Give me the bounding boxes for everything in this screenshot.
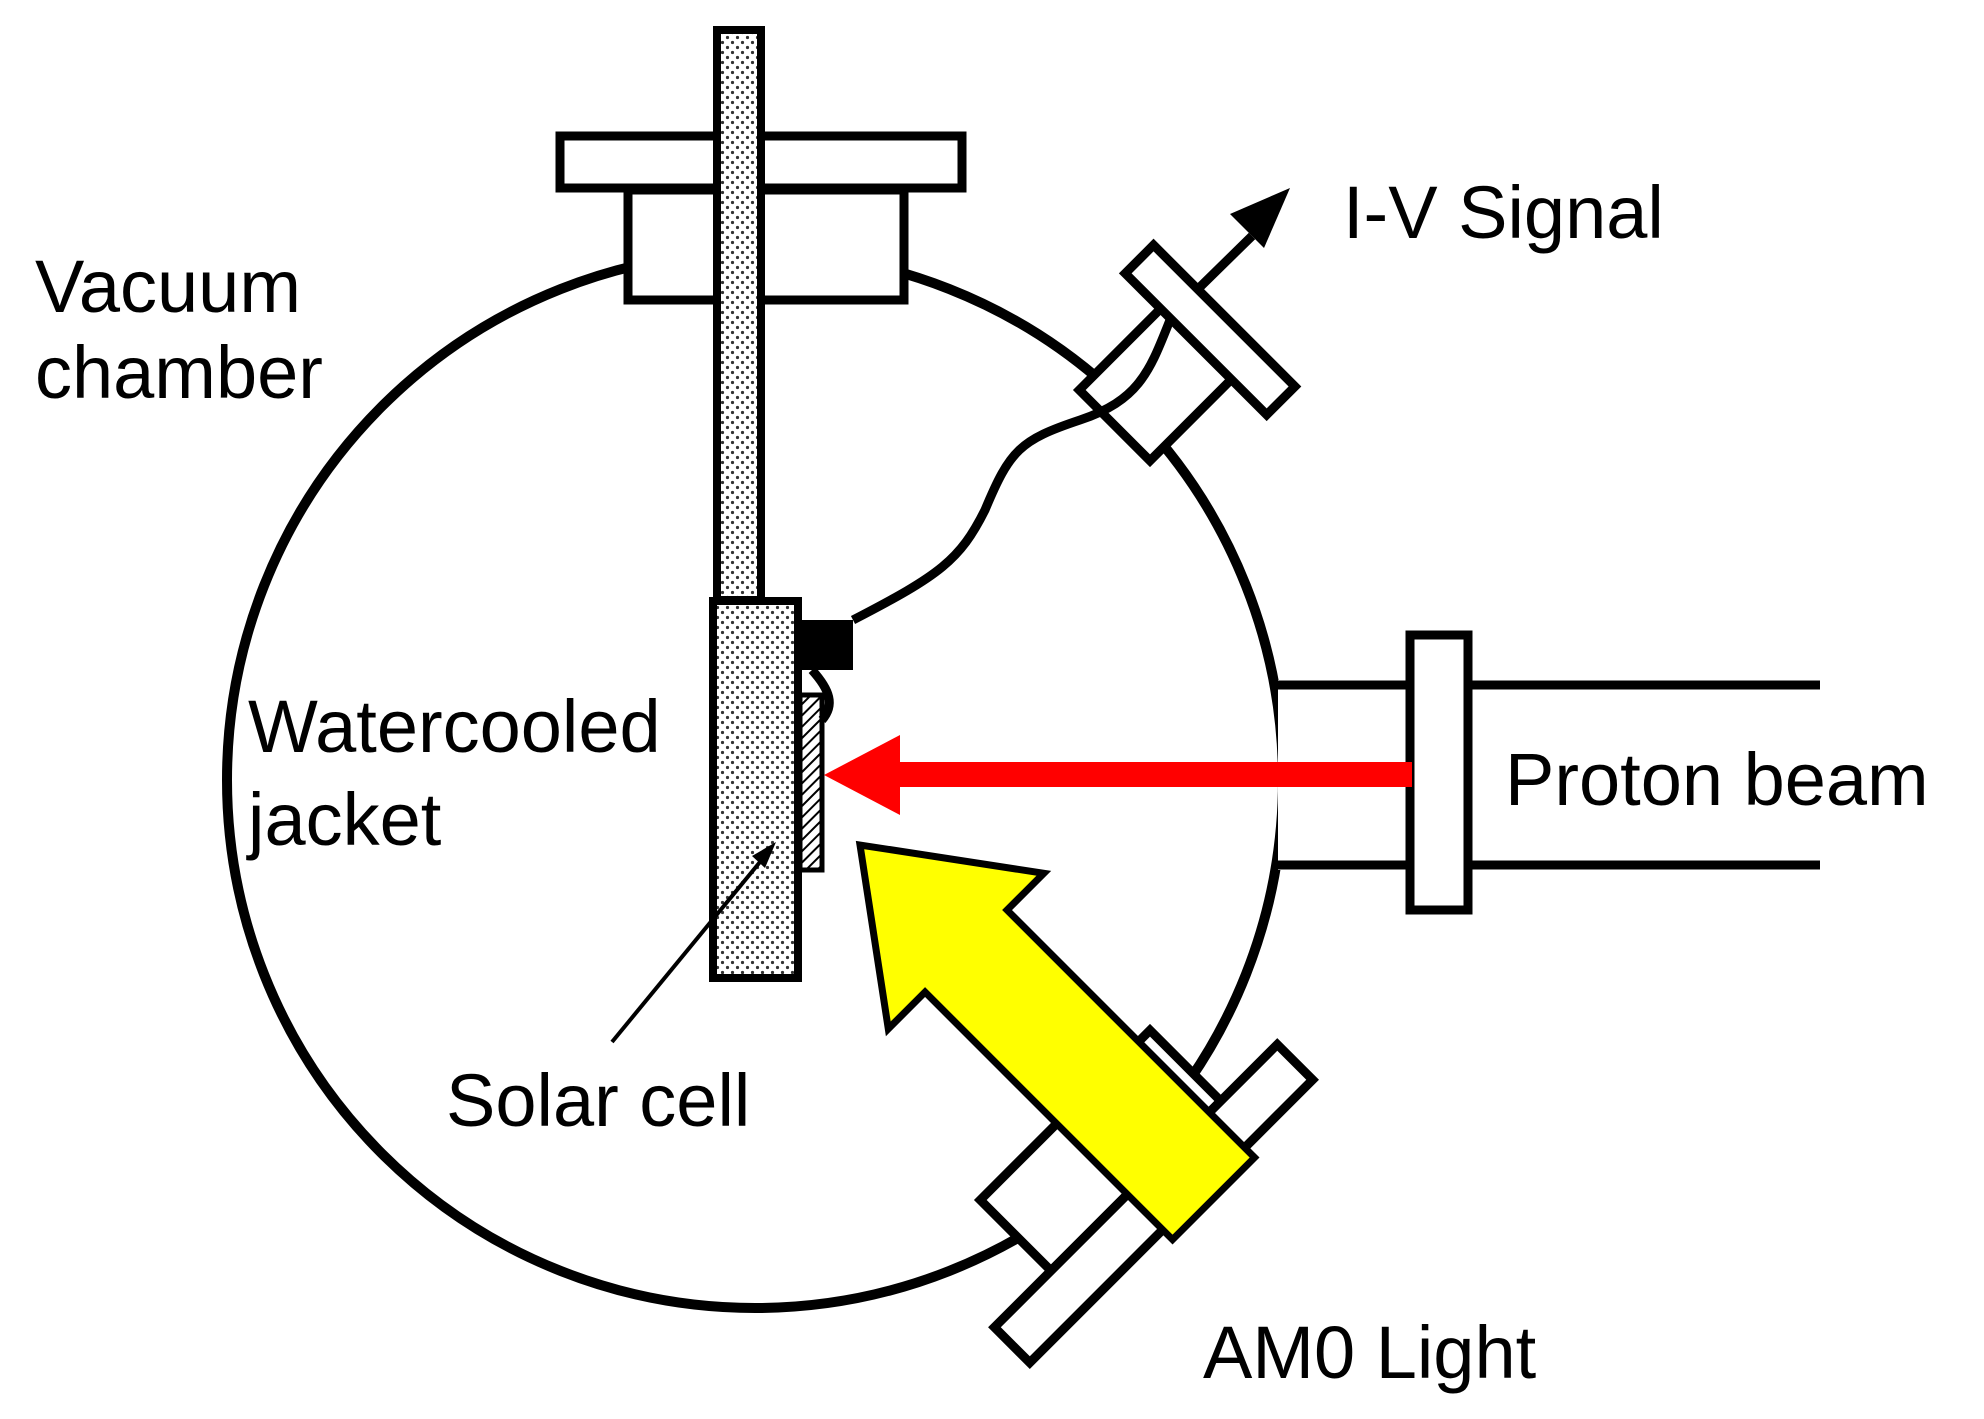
am0-light-label: AM0 Light (1203, 1311, 1537, 1394)
iv-signal-label: I-V Signal (1343, 171, 1664, 254)
proton-beam-label: Proton beam (1505, 738, 1929, 821)
connector-lead (808, 666, 834, 723)
vacuum-chamber-label-line2: chamber (35, 331, 323, 414)
solar-cell-pointer-head (752, 842, 776, 868)
holder-rod (713, 26, 765, 604)
watercooled-jacket-label-line2: jacket (246, 778, 442, 861)
iv-signal-arrow-head (1230, 188, 1290, 248)
watercooled-jacket-label: Watercooled (248, 685, 661, 768)
am0-light-arrow (855, 840, 1260, 1245)
top-port-neck (623, 185, 909, 305)
watercooled-jacket (709, 597, 802, 982)
iv-signal-port (1072, 238, 1302, 468)
beam-flange (1405, 630, 1473, 915)
solar-cell (797, 692, 825, 873)
solar-cell-pointer-line (610, 860, 762, 1044)
vacuum-chamber-label: Vacuum (35, 245, 301, 328)
proton-beam-arrow-shaft (900, 762, 1412, 787)
proton-beam-arrow-head (824, 735, 900, 815)
signal-connector (798, 620, 853, 670)
iv-signal-arrow-shaft (1196, 232, 1256, 291)
signal-cable (850, 318, 1175, 624)
solar-cell-label: Solar cell (446, 1059, 750, 1142)
